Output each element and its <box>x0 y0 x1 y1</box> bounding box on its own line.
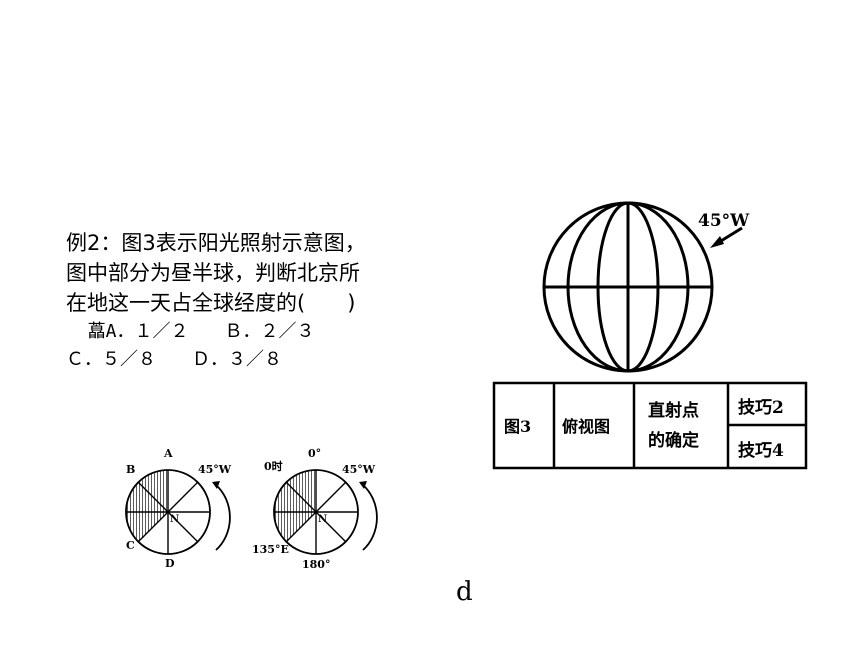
rotation-arrow-icon <box>362 484 378 551</box>
table-cell-view: 俯视图 <box>562 417 610 436</box>
label-b: B <box>126 463 135 476</box>
label-a: A <box>163 447 173 460</box>
table-cell-tip-4: 技巧4 <box>738 440 784 461</box>
sunlight-arrow-icon <box>710 226 743 248</box>
label-zero-hour: 0时 <box>264 459 283 473</box>
label-c: C <box>126 539 135 552</box>
question-text: 例2：图3表示阳光照射示意图， 图中部分为昼半球，判断北京所 在地这一天占全球经… <box>66 228 446 318</box>
figure-table <box>492 381 808 470</box>
direction-label-left: 45°W <box>198 463 232 476</box>
label-zero-degree: 0° <box>308 447 321 460</box>
table-cell-subsolar-line1: 直射点 <box>648 400 699 421</box>
direction-label: 45°W <box>698 211 750 231</box>
question-line-3: 在地这一天占全球经度的( ) <box>66 291 356 315</box>
question-line-1: 例2：图3表示阳光照射示意图， <box>66 231 366 255</box>
night-sector-right <box>273 470 316 542</box>
label-135e: 135°E <box>252 543 289 556</box>
label-n: N <box>170 514 179 525</box>
direction-label-right: 45°W <box>342 463 376 476</box>
polar-diagram-right: 0时 0° N 135°E 180° 45°W <box>252 447 378 570</box>
polar-diagram-left: A B C D N 45°W <box>125 447 232 570</box>
table-cell-tip-2: 技巧2 <box>738 397 784 418</box>
footer-letter: d <box>456 577 473 607</box>
globe-figure: 45°W 图3 俯视图 直射点 的确定 技巧2 技巧4 <box>492 201 808 470</box>
answer-options: 藠A．１／２ Ｂ．２／３ Ｃ．５／８ Ｄ．３／８ <box>66 318 315 374</box>
options-row-1: 藠A．１／２ Ｂ．２／３ <box>66 321 315 342</box>
label-n: N <box>318 514 327 525</box>
question-line-2: 图中部分为昼半球，判断北京所 <box>66 261 360 285</box>
table-cell-figure-number: 图3 <box>504 417 531 436</box>
label-d: D <box>165 557 175 570</box>
table-cell-subsolar-line2: 的确定 <box>648 430 699 451</box>
options-row-2: Ｃ．５／８ Ｄ．３／８ <box>66 349 282 370</box>
night-sector-left <box>125 470 168 542</box>
globe-diagram <box>542 201 714 373</box>
label-180: 180° <box>302 558 330 570</box>
rotation-arrow-icon <box>215 484 231 551</box>
